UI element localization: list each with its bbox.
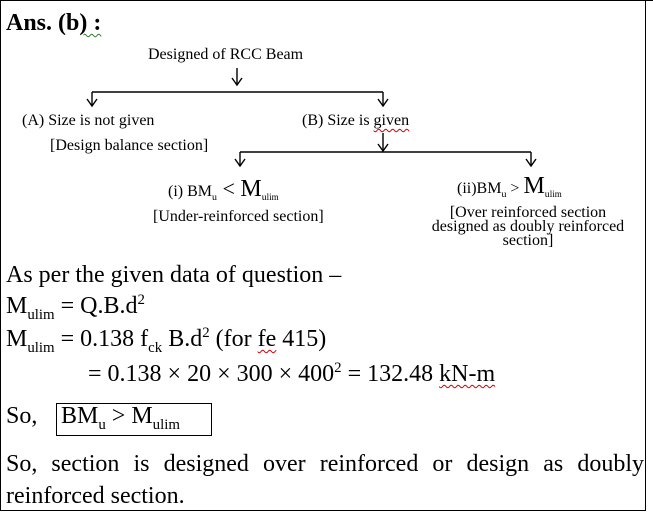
- mulim-formula: Mulim = Q.B.d2: [6, 292, 145, 323]
- bm-comparison: BMu > Mulim: [61, 403, 180, 433]
- given-data-line: As per the given data of question –: [6, 262, 342, 288]
- branch-a-label: (A) Size is not given: [22, 112, 155, 129]
- case-ii-arrowhead: [525, 158, 537, 168]
- case-i-note: [Under-reinforced section]: [153, 208, 324, 225]
- so-label: So,: [6, 403, 38, 429]
- diagram-root: Designed of RCC Beam: [148, 46, 304, 63]
- answer-label: Ans. (b) :: [6, 10, 102, 36]
- case-i-arrowhead: [234, 158, 246, 168]
- mulim-result: = 0.138 × 20 × 300 × 4002 = 132.48 kN-m: [88, 360, 496, 387]
- conclusion-paragraph: So, section is designed over reinforced …: [6, 451, 644, 509]
- branch-a-note: [Design balance section]: [50, 137, 209, 154]
- case-ii-note: [Over reinforced section designed as dou…: [431, 204, 625, 249]
- branch-b-arrowhead: [377, 98, 389, 108]
- branch-a-arrowhead: [86, 98, 98, 108]
- top-rule: [424, 0, 653, 1]
- root-arrowhead: [231, 77, 243, 87]
- branch-b-label: (B) Size is given: [302, 112, 410, 129]
- case-i-condition: (i) BMu < Mulim: [168, 176, 279, 204]
- case-ii-condition: (ii)BMu > Mulim: [457, 173, 562, 201]
- mulim-substitution: Mulim = 0.138 fck B.d2 (for fe 415): [6, 325, 327, 356]
- branch-b-stem-arrowhead: [377, 143, 389, 153]
- comparison-box: [56, 403, 212, 436]
